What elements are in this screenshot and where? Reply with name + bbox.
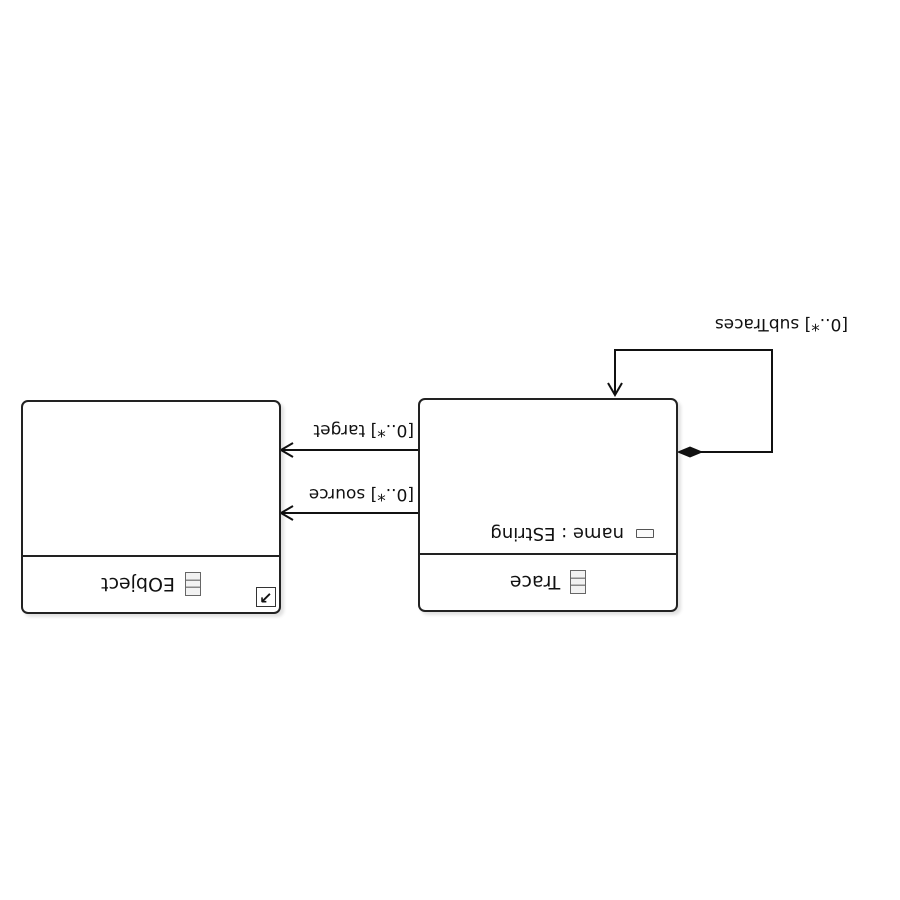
subtraces-arrowhead-icon: [607, 382, 623, 397]
source-reference[interactable]: [279, 505, 418, 521]
source-arrowhead-icon: [279, 505, 294, 521]
trace-class-header: Trace: [420, 553, 676, 610]
subtraces-edge-line: [614, 349, 773, 453]
attribute-label: name : EString: [490, 523, 624, 544]
arrow-link-icon[interactable]: ↗: [256, 587, 276, 607]
subtraces-reference[interactable]: [607, 349, 773, 458]
trace-class-box[interactable]: Trace name : EString: [418, 398, 678, 612]
eobject-class-name: EObject: [101, 573, 175, 596]
subtraces-label: [0..*] subTraces: [714, 314, 848, 334]
class-icon: [184, 572, 201, 597]
target-label: [0..*] target: [313, 420, 414, 440]
class-icon: [570, 570, 587, 595]
eobject-class-header: EObject: [23, 555, 279, 612]
trace-attribute-name[interactable]: name : EString: [490, 523, 654, 544]
target-arrowhead-icon: [279, 442, 294, 458]
trace-class-name: Trace: [509, 571, 561, 594]
composition-diamond-icon: [676, 446, 704, 458]
source-label: [0..*] source: [308, 484, 414, 504]
attribute-icon: [636, 529, 654, 538]
eobject-class-box[interactable]: EObject ↗: [21, 400, 281, 614]
target-reference[interactable]: [279, 442, 418, 458]
